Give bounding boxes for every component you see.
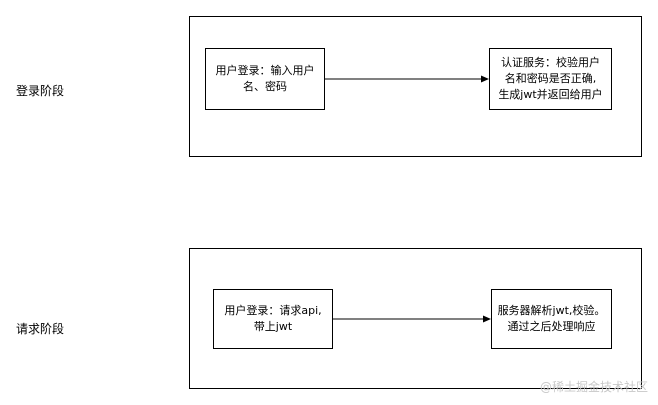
- stage-label-request: 请求阶段: [16, 322, 65, 336]
- node-line: 用户登录：输入用户: [215, 64, 315, 77]
- user-login-input-node: 用户登录：输入用户 名、密码: [205, 48, 325, 110]
- auth-service-node: 认证服务：校验用户 名和密码是否正确, 生成jwt并返回给用户: [489, 48, 612, 110]
- watermark: @稀土掘金技术社区: [539, 380, 648, 394]
- user-request-node: 用户登录：请求api, 带上jwt: [213, 289, 333, 349]
- node-line: 名和密码是否正确,: [504, 72, 597, 85]
- stage-label-login: 登录阶段: [16, 84, 65, 98]
- node-line: 带上jwt: [253, 320, 293, 333]
- arrow-login-to-auth: [325, 75, 489, 83]
- node-line: 服务器解析jwt,校验。: [497, 304, 606, 317]
- node-line: 名、密码: [243, 80, 287, 93]
- login-stage-frame: [189, 16, 642, 157]
- node-line: 认证服务：校验用户: [501, 56, 600, 69]
- arrow-request-to-server: [333, 315, 491, 323]
- server-verify-node: 服务器解析jwt,校验。 通过之后处理响应: [491, 289, 612, 349]
- node-line: 生成jwt并返回给用户: [498, 88, 603, 101]
- request-stage-frame: [189, 248, 642, 389]
- node-line: 通过之后处理响应: [507, 320, 596, 333]
- node-line: 用户登录：请求api,: [224, 304, 322, 317]
